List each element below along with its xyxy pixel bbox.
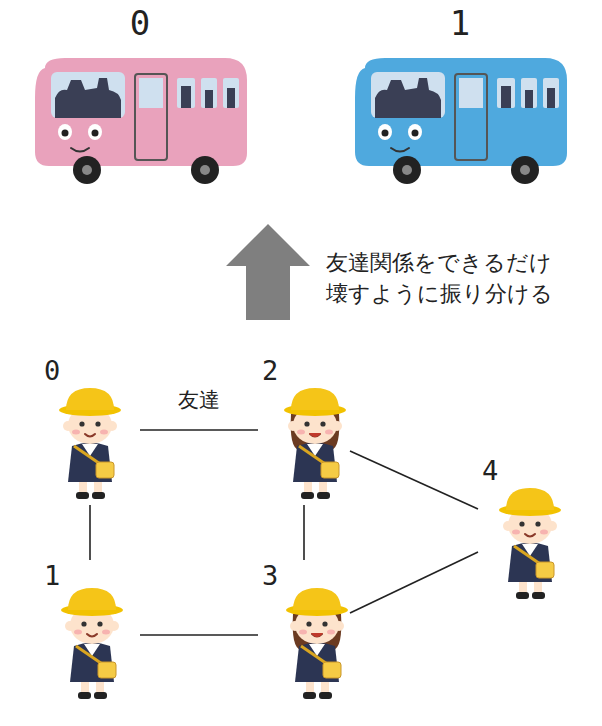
bus-node: 1	[350, 4, 570, 54]
node-number: 0	[130, 4, 150, 43]
node-number: 2	[262, 355, 278, 386]
child-node: 1	[40, 560, 140, 710]
child-figure	[284, 388, 346, 499]
node-number: 1	[450, 4, 470, 43]
friend-line	[303, 505, 305, 560]
child-figure	[499, 488, 561, 599]
node-number: 4	[482, 455, 498, 486]
child-figure	[286, 588, 348, 699]
child-node: 2	[258, 355, 350, 505]
friend-line	[140, 634, 258, 636]
up-arrow	[226, 224, 310, 320]
child-node: 3	[258, 560, 350, 710]
friend-line	[89, 505, 91, 560]
friend-line	[350, 552, 478, 613]
bus-node: 0	[30, 4, 250, 54]
node-number: 1	[44, 560, 60, 591]
child-node: 0	[40, 355, 140, 505]
node-number: 0	[44, 355, 60, 386]
child-figure	[59, 388, 121, 499]
bus-pink	[35, 58, 247, 184]
child-node: 4	[478, 455, 570, 605]
friend-line	[350, 451, 478, 509]
note-text: 友達関係をできるだけ 壊すように振り分ける	[326, 248, 576, 310]
child-figure	[61, 588, 123, 699]
node-number: 3	[262, 560, 278, 591]
edge-label: 友達	[175, 386, 223, 414]
bus-blue	[355, 58, 567, 184]
friend-line	[140, 429, 258, 431]
